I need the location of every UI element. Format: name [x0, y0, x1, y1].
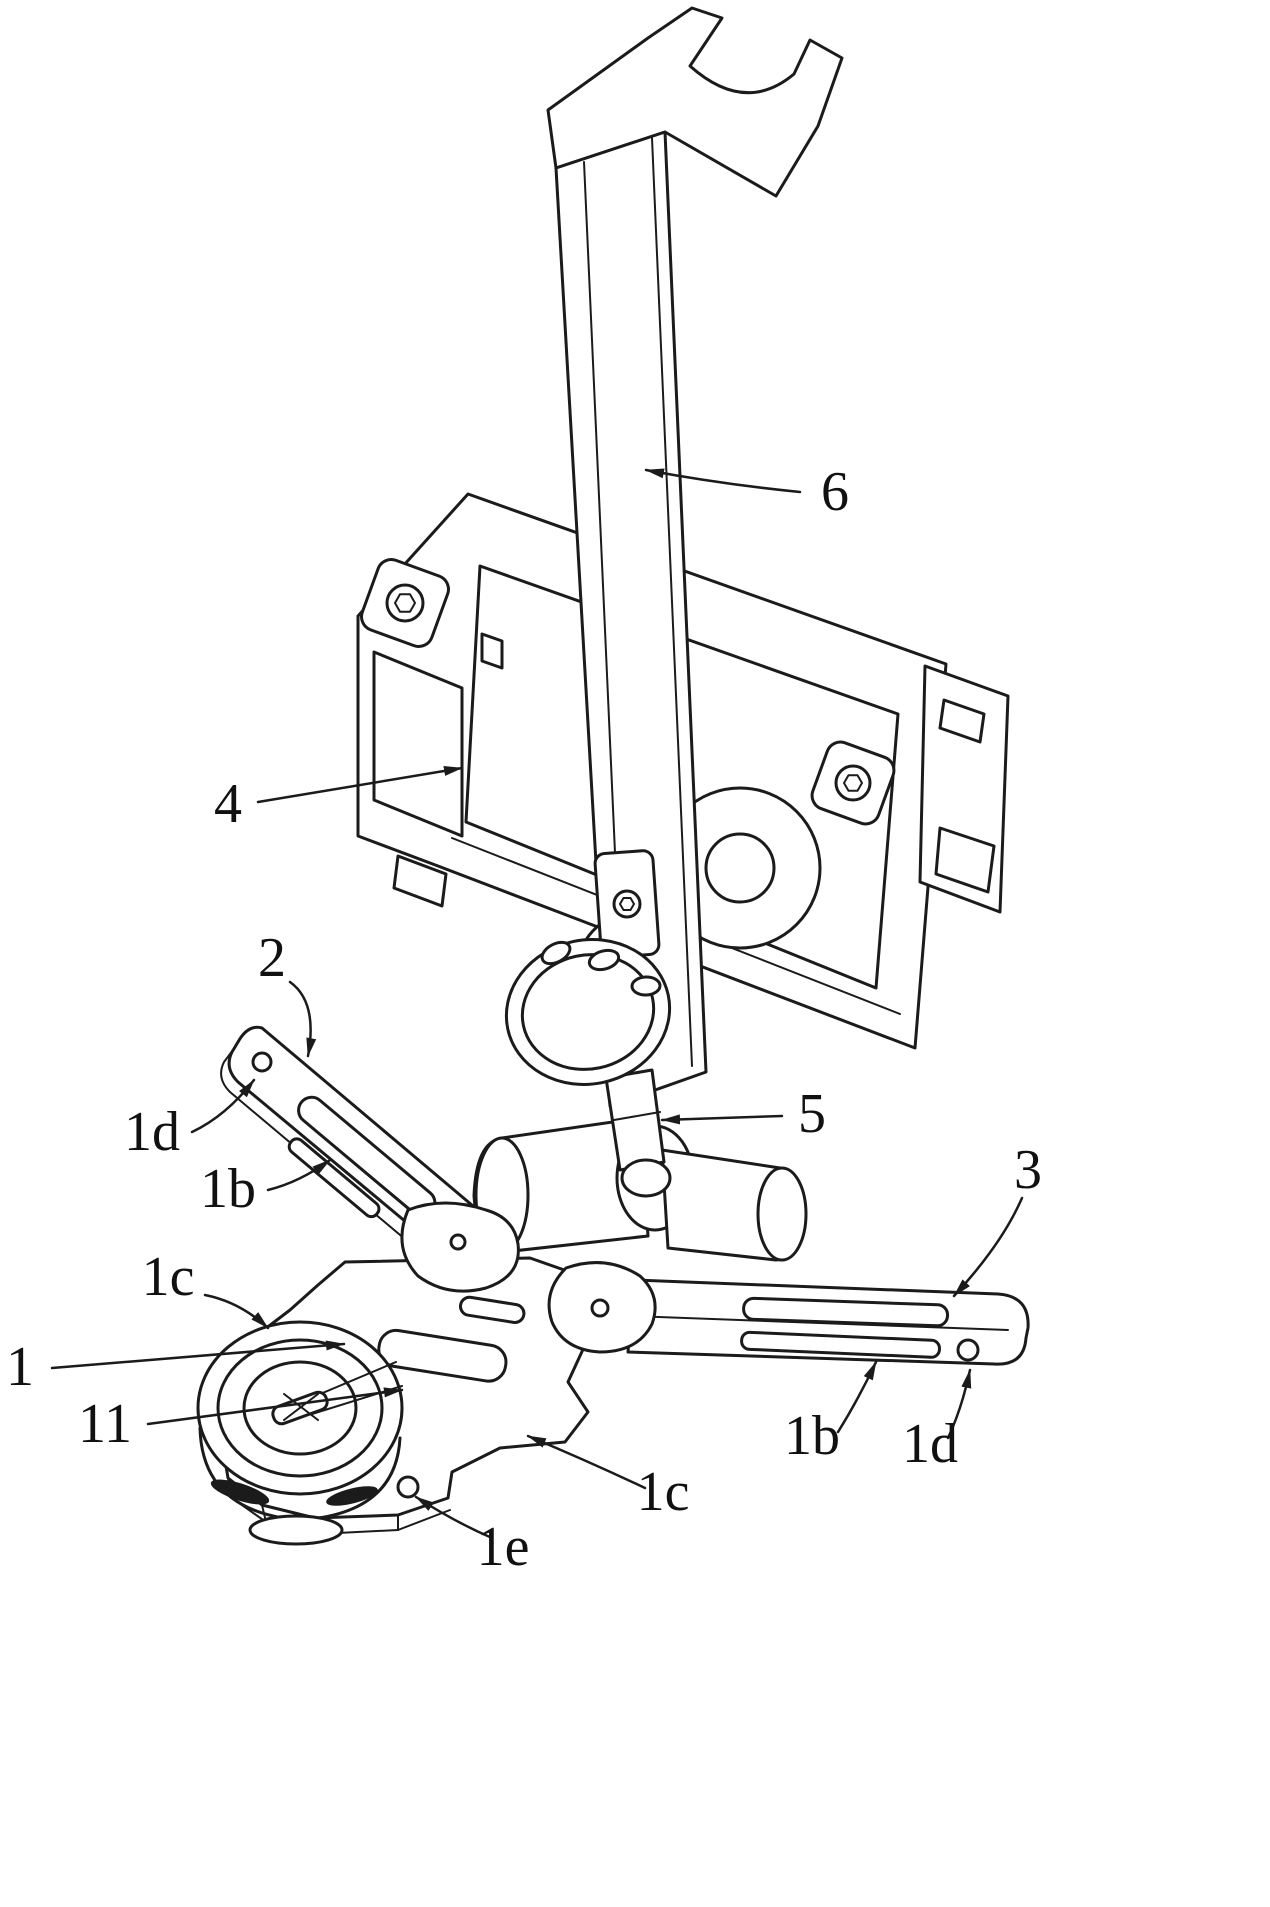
part-label-1: 1 [6, 1336, 34, 1398]
slotted-arm-part-3 [547, 1261, 1030, 1366]
knob-face [520, 953, 656, 1071]
knob-finger-hole-2 [587, 948, 621, 972]
dial-foot [248, 1514, 344, 1546]
dial-part-11 [196, 1320, 404, 1546]
base-plate-center-slot [377, 1328, 508, 1383]
arm3-pivot-hole [590, 1298, 610, 1318]
support-bar-part-6 [546, 6, 844, 1108]
part-label-11: 11 [78, 1393, 132, 1455]
part-label-6: 6 [821, 461, 849, 523]
leader-2 [288, 980, 317, 1058]
right-screw-hex-socket [843, 774, 863, 792]
arm3-front-slot-1b [740, 1330, 941, 1359]
arm2-pivot-hole [449, 1233, 467, 1251]
pivot-barrel-inner [704, 832, 776, 904]
right-roller-end-cap [756, 1166, 808, 1262]
leader-1d-right [946, 1368, 972, 1440]
leader-11 [146, 1387, 404, 1426]
callout-leaders [50, 468, 1024, 1540]
leader-5 [660, 1114, 784, 1125]
locking-knob-part-5 [504, 938, 672, 1198]
dial-skirt-slot-2 [326, 1486, 378, 1506]
pin-hole-1e [396, 1475, 420, 1499]
leader-6 [644, 468, 802, 494]
leader-1d-left [190, 1078, 256, 1134]
part-label-1d-right: 1d [902, 1413, 958, 1475]
leader-1c-bottom [526, 1434, 647, 1490]
left-screw-head [385, 583, 425, 623]
frame-left-window [372, 650, 464, 838]
arm3-top-slot [742, 1296, 950, 1328]
leader-1c-left [203, 1293, 270, 1330]
frame-left-foot-tab [392, 854, 448, 908]
part-label-3: 3 [1014, 1139, 1042, 1201]
leader-1e [414, 1495, 494, 1540]
leader-3 [952, 1196, 1024, 1298]
leader-1 [50, 1340, 346, 1370]
part-label-1c-left: 1c [142, 1246, 195, 1308]
fork-yoke [546, 6, 844, 198]
roller-assembly [472, 1116, 808, 1262]
part-label-2: 2 [258, 927, 286, 989]
arm2-thickness-line [220, 1045, 457, 1283]
part-label-1c-bottom: 1c [637, 1461, 690, 1523]
bar-right-edge-line [651, 137, 693, 1067]
part-label-5: 5 [798, 1083, 826, 1145]
part-label-1d-left: 1d [124, 1101, 180, 1163]
leader-1b-right [836, 1360, 878, 1434]
knob-stem-line [613, 1111, 661, 1121]
arm3-pin-hole-1d [956, 1338, 980, 1362]
left-screw-hex-socket [394, 593, 416, 613]
right-hook-bottom-notch [934, 826, 996, 894]
part-label-4: 4 [214, 773, 242, 835]
base-plate-small-slot [458, 1295, 526, 1324]
right-hook-top-notch [938, 698, 986, 744]
knob-finger-hole-3 [630, 975, 662, 997]
arm2-side-slot-1b [287, 1137, 381, 1219]
clevis-ball-joint [620, 1158, 672, 1198]
knob-stem-clevis [604, 1068, 666, 1172]
slotted-arm-part-2 [220, 1025, 520, 1293]
arm2-pin-hole-1d [251, 1051, 273, 1073]
frame-top-tab [480, 632, 504, 670]
bar-hinge-hex-socket [619, 897, 635, 911]
callout-labels: 6 4 2 1d 1b 5 3 1c 1 11 1b 1d 1c 1e [6, 461, 1042, 1578]
part-label-1e: 1e [477, 1516, 530, 1578]
dial-key-cross-2 [283, 1393, 319, 1421]
knob-finger-hole-1 [540, 940, 572, 966]
leader-1b-left [266, 1158, 332, 1192]
part-label-1b-left: 1b [200, 1158, 256, 1220]
bar-hinge-screw [612, 889, 642, 919]
right-screw-head [834, 764, 872, 802]
part-label-1b-right: 1b [784, 1405, 840, 1467]
dial-skirt-slot-1 [210, 1479, 270, 1505]
leader-4 [256, 766, 464, 804]
